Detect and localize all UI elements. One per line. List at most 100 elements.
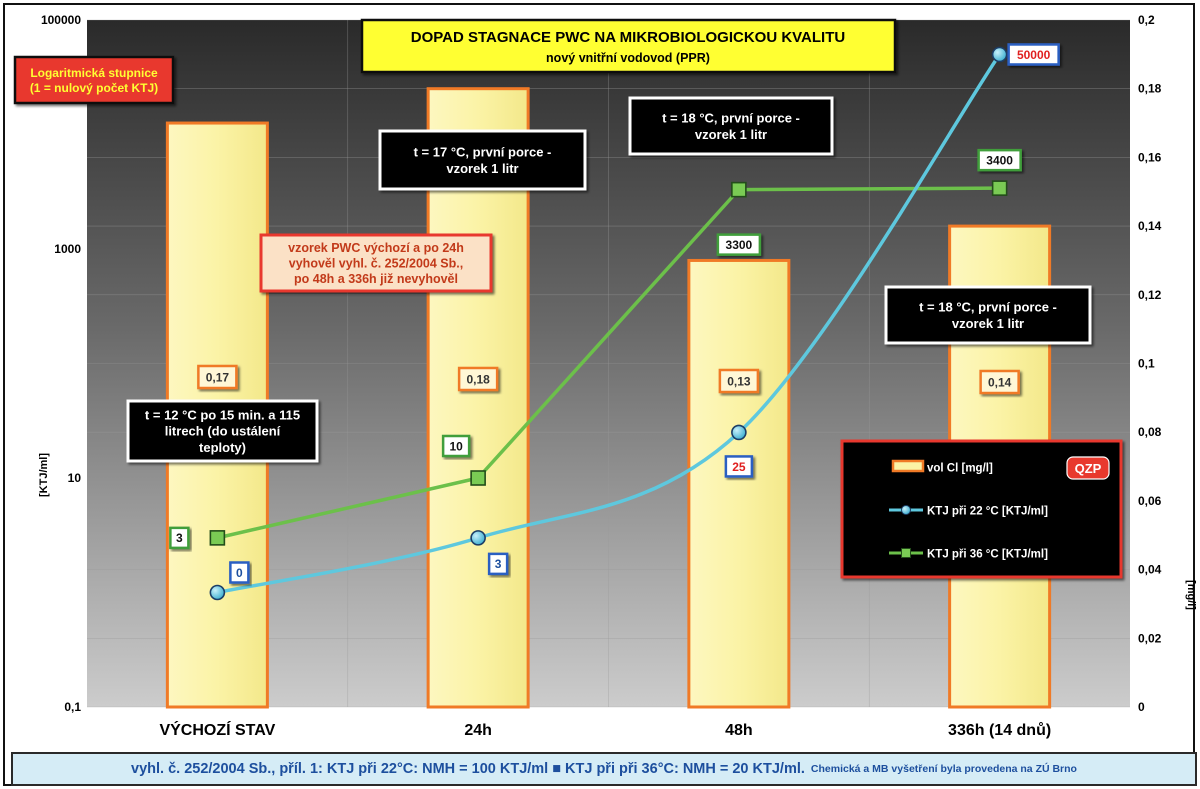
bar — [426, 87, 530, 709]
point-label-36-box — [441, 434, 471, 458]
bar — [687, 258, 791, 709]
point-label-36-line: 3 — [176, 531, 183, 545]
series-point-22 — [731, 424, 747, 441]
right-tick-label: 0,2 — [1138, 13, 1155, 27]
right-tick-label: 0,18 — [1138, 82, 1162, 96]
left-axis-ticks: 0,1 10 1000 100000 — [41, 13, 81, 714]
series-point-22 — [470, 530, 486, 546]
point-label-22-line: 0 — [236, 566, 243, 580]
right-tick-label: 0,04 — [1138, 563, 1162, 577]
bar-value-label-box — [979, 369, 1020, 395]
condition-note-2: t = 17 °C, první porce -vzorek 1 litr — [378, 129, 587, 191]
compliance-note-line: po 48h a 336h již nevyhověl — [294, 272, 458, 286]
bar-value-label: 0,17 — [197, 364, 238, 390]
chart-canvas: 0,1 10 1000 100000 0 0,02 0,04 0,06 0,08 0,1 0,12… — [13, 13, 1197, 739]
compliance-note-box — [259, 233, 493, 293]
condition-note-1-box — [126, 399, 319, 463]
right-tick-label: 0 — [1138, 700, 1145, 714]
legend-swatch-bar — [891, 459, 925, 473]
condition-note-1-line: litrech (do ustálení — [165, 424, 281, 439]
condition-note-4-line: vzorek 1 litr — [952, 316, 1024, 331]
bar-value-label-line: 0,17 — [206, 370, 230, 384]
legend-entry-label: KTJ při 22 °C [KTJ/ml] — [927, 506, 1048, 518]
point-label-36: 3 — [169, 526, 190, 550]
series-line-36 — [216, 186, 1000, 540]
point-label-36-box — [169, 526, 190, 550]
category-label: 336h (14 dnů) — [948, 722, 1051, 739]
right-axis-ticks: 00,020,040,060,080,10,120,140,160,180,2 — [1138, 13, 1162, 714]
point-label-22: 50000 — [1007, 43, 1060, 66]
right-tick-label: 0,16 — [1138, 150, 1162, 164]
point-label-36: 3400 — [977, 148, 1022, 172]
point-label-22: 25 — [724, 455, 754, 478]
point-label-36-box — [977, 148, 1022, 172]
series-point-36 — [991, 180, 1008, 196]
left-axis-label: [KTJ/ml] — [38, 453, 50, 497]
condition-note-3: t = 18 °C, první porce -vzorek 1 litr — [628, 96, 834, 156]
legend-entry-label: vol Cl [mg/l] — [927, 463, 993, 475]
series-line-22 — [217, 53, 1002, 595]
right-tick-label: 0,08 — [1138, 425, 1162, 439]
point-label-36: 10 — [441, 434, 471, 458]
condition-note-1-line: t = 12 °C po 15 min. a 115 — [145, 407, 300, 422]
condition-note-3-line: vzorek 1 litr — [695, 127, 767, 142]
log-scale-note-line: (1 = nulový počet KTJ) — [30, 81, 158, 95]
left-tick-label: 100000 — [41, 13, 81, 27]
chart-frame: 0,1 10 1000 100000 0 0,02 0,04 0,06 0,08 0,1 0,12… — [3, 3, 1197, 786]
qzp-logo-text: QZP — [1075, 461, 1102, 476]
category-label: VÝCHOZÍ STAV — [159, 720, 275, 739]
legend-entry-label: KTJ při 36 °C [KTJ/ml] — [927, 549, 1048, 561]
legend-swatch-point-36 — [901, 548, 911, 558]
log-scale-note: Logaritmická stupnice(1 = nulový počet K… — [13, 55, 175, 105]
series-point-22 — [991, 46, 1008, 63]
chart-subtitle: nový vnitřní vodovod (PPR) — [546, 51, 710, 65]
right-tick-label: 0,12 — [1138, 288, 1162, 302]
bar-value-label: 0,14 — [979, 369, 1020, 395]
category-label: 24h — [464, 722, 492, 739]
right-tick-label: 0,14 — [1138, 219, 1162, 233]
series-point-36 — [209, 530, 226, 546]
chart-title: DOPAD STAGNACE PWC NA MIKROBIOLOGICKOU K… — [411, 29, 845, 46]
compliance-note-line: vzorek PWC výchozí a po 24h — [288, 241, 464, 255]
left-tick-label: 1000 — [54, 242, 81, 256]
point-label-36-box — [716, 233, 762, 256]
chart-title-box: DOPAD STAGNACE PWC NA MIKROBIOLOGICKOU K… — [360, 18, 897, 74]
left-tick-label: 0,1 — [64, 700, 81, 714]
footer-small: Chemická a MB vyšetření byla provedena n… — [810, 763, 1077, 775]
point-label-36: 3300 — [716, 233, 762, 256]
point-label-22-box — [1007, 43, 1060, 66]
bar-value-label-line: 0,14 — [988, 375, 1012, 389]
series-point-36 — [731, 181, 747, 198]
series-point-22 — [209, 584, 226, 601]
title-box-bg — [360, 18, 897, 74]
series-point-36 — [470, 470, 486, 486]
condition-note-1: t = 12 °C po 15 min. a 115 litrech (do us… — [126, 399, 319, 463]
point-label-36-line: 3400 — [986, 153, 1013, 167]
bar-value-label-line: 0,13 — [727, 374, 751, 388]
right-tick-label: 0,02 — [1138, 631, 1162, 645]
legend-swatch-point-22 — [901, 505, 911, 515]
point-label-22: 3 — [487, 552, 509, 576]
point-label-36-line: 3300 — [726, 238, 753, 252]
condition-note-3-box — [628, 96, 834, 156]
point-label-22: 0 — [229, 561, 250, 584]
condition-note-2-line: vzorek 1 litr — [446, 161, 518, 176]
log-scale-note-box — [13, 55, 175, 105]
condition-note-1-line: teploty) — [199, 440, 246, 455]
point-label-22-box — [724, 455, 754, 478]
series-lines: 3 10 3300 3400 0 3 25 50000 — [169, 43, 1060, 601]
bar-value-label-box — [197, 364, 238, 390]
qzp-logo-bg — [1066, 456, 1110, 480]
point-label-36-line: 10 — [449, 439, 463, 453]
right-tick-label: 0,06 — [1138, 494, 1162, 508]
bar-value-label-box — [457, 366, 499, 392]
point-label-22-line: 3 — [495, 557, 502, 571]
annotations: DOPAD STAGNACE PWC NA MIKROBIOLOGICKOU K… — [13, 18, 1092, 463]
log-scale-note-line: Logaritmická stupnice — [30, 66, 158, 80]
point-label-22-line: 50000 — [1017, 48, 1051, 62]
left-tick-label: 10 — [68, 471, 82, 485]
condition-note-4-line: t = 18 °C, první porce - — [919, 300, 1057, 315]
point-label-22-line: 25 — [732, 460, 746, 474]
